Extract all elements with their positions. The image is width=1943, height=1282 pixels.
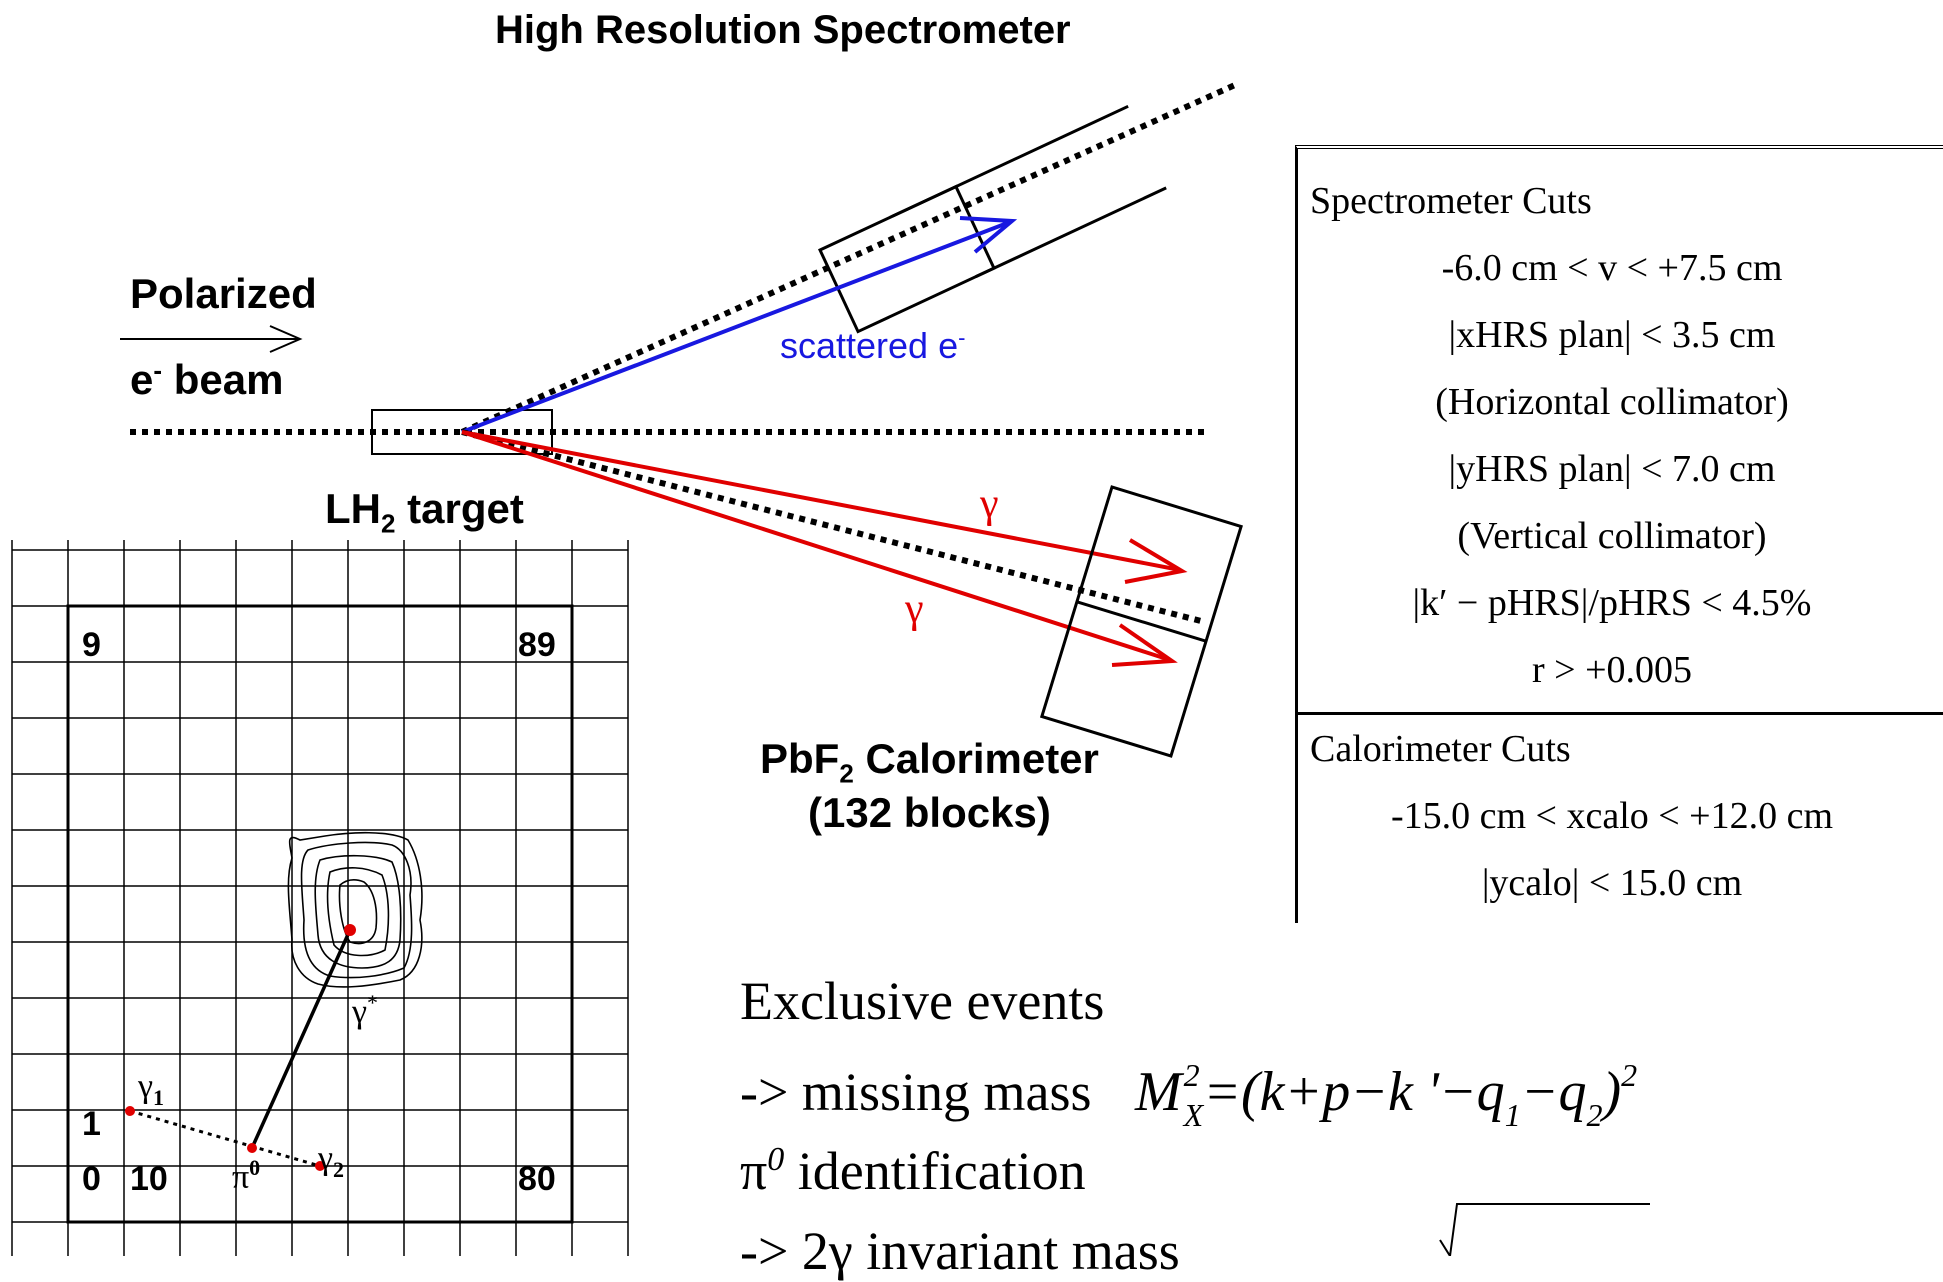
block-number-0: 0 xyxy=(82,1160,101,1198)
calo-label-sub: 2 xyxy=(839,758,854,789)
gamma1-sub: 1 xyxy=(153,1084,165,1110)
photon-arrowhead-2 xyxy=(1111,623,1178,667)
formula-m-sub: X xyxy=(1183,1097,1204,1134)
scattered-electron-label: scattered e- xyxy=(780,325,965,367)
spectrometer-cut-row: -6.0 cm < v < +7.5 cm xyxy=(1441,247,1783,289)
pi0-point xyxy=(247,1143,257,1153)
target-label-sub: 2 xyxy=(381,508,396,539)
formula-rhs: =(k+p−k '−q xyxy=(1203,1061,1505,1123)
formula-q1-sub: 1 xyxy=(1504,1097,1521,1133)
block-number-1: 1 xyxy=(82,1105,101,1143)
invariant-mass-text: -> 2γ invariant mass xyxy=(740,1221,1180,1281)
spectrometer-cut-row: (Horizontal collimator) xyxy=(1435,381,1789,423)
pi0-sup: 0 xyxy=(249,1155,261,1180)
table-separator xyxy=(1298,712,1943,715)
beam-label-beam: beam xyxy=(162,356,284,403)
calorimeter-cut-row: -15.0 cm < xcalo < +12.0 cm xyxy=(1390,795,1834,837)
missing-mass-text: -> missing mass xyxy=(740,1062,1092,1122)
gamma1-symbol: γ xyxy=(138,1068,154,1105)
gamma2-symbol: γ xyxy=(318,1140,334,1177)
spectrometer-cut-row: |xHRS plan| < 3.5 cm xyxy=(1448,314,1776,356)
calo-label-pbf: PbF xyxy=(760,735,840,782)
gamma2-sub: 2 xyxy=(333,1156,345,1182)
pi0-label: π0 xyxy=(232,1155,260,1196)
gamma-star-symbol: γ xyxy=(352,993,368,1031)
spectrometer-cuts-header: Spectrometer Cuts xyxy=(1310,180,1592,222)
scattered-electron-arrowhead xyxy=(959,216,1018,254)
calorimeter-grid xyxy=(11,540,629,1256)
beam-label-ebeam: e- beam xyxy=(130,355,283,404)
scattered-label-sup: - xyxy=(958,325,966,350)
beam-label-e: e xyxy=(130,356,154,403)
formula-mid: −q xyxy=(1520,1061,1587,1123)
target-box xyxy=(371,409,553,455)
diagram-canvas xyxy=(120,82,1243,758)
photon-arrowhead-1 xyxy=(1124,538,1188,584)
hrs-axis xyxy=(460,82,1237,435)
beam-label-polarized: Polarized xyxy=(130,270,317,317)
block-number-89: 89 xyxy=(518,626,556,664)
calorimeter-cuts-header: Calorimeter Cuts xyxy=(1310,728,1571,770)
target-label-lh: LH xyxy=(325,485,381,532)
gamma-star-label: γ* xyxy=(352,990,378,1031)
spectrometer-cut-row: |k′ − pHRS|/pHRS < 4.5% xyxy=(1412,582,1812,624)
pi0-identification-text: π0 identification xyxy=(740,1140,1086,1202)
photon-track-2 xyxy=(461,430,1171,662)
calorimeter-label: PbF2 Calorimeter (132 blocks) xyxy=(760,735,1099,838)
formula-q2-sub: 2 xyxy=(1586,1097,1603,1133)
gamma1-point xyxy=(125,1106,135,1116)
calorimeter-cut-row: |ycalo| < 15.0 cm xyxy=(1481,862,1743,904)
hrs-spectrometer xyxy=(818,104,1167,334)
block-number-10: 10 xyxy=(130,1160,168,1198)
gamma-star-sup: * xyxy=(367,990,379,1015)
beam-label-e-sup: - xyxy=(153,355,163,385)
gamma-label-2: γ xyxy=(905,586,924,632)
target-label: LH2 target xyxy=(325,485,524,539)
pi0-symbol: π xyxy=(232,1158,250,1196)
beam-arrow-head xyxy=(269,325,303,353)
hrs-title: High Resolution Spectrometer xyxy=(495,8,1071,52)
scattered-label-text: scattered e xyxy=(780,325,959,366)
gamma-star-line xyxy=(250,929,352,1149)
spectrometer-cut-row: r > +0.005 xyxy=(1531,649,1692,691)
gamma-star-point xyxy=(344,924,356,936)
target-label-rest: target xyxy=(395,485,524,532)
block-number-9: 9 xyxy=(82,626,101,664)
sqrt-symbol xyxy=(1439,1203,1650,1256)
shower-contour xyxy=(287,831,423,988)
formula-end-sup: 2 xyxy=(1621,1057,1638,1093)
pi0-id-text: identification xyxy=(784,1141,1086,1201)
gamma2-point xyxy=(315,1161,325,1171)
spectrometer-cut-row: (Vertical collimator) xyxy=(1457,515,1767,557)
pi0-id-sup: 0 xyxy=(767,1141,785,1178)
photon-track-1 xyxy=(461,430,1181,572)
formula-close: ) xyxy=(1602,1061,1622,1123)
gamma1-label: γ1 xyxy=(138,1068,164,1111)
pi0-id-symbol: π xyxy=(740,1141,768,1201)
calorimeter-box xyxy=(1039,485,1243,758)
exclusive-events-text: Exclusive events xyxy=(740,971,1105,1031)
pi0-decay-line xyxy=(129,1109,321,1168)
calorimeter-label-line2: (132 blocks) xyxy=(808,789,1051,837)
gamma-label-1: γ xyxy=(980,481,999,527)
gamma2-label: γ2 xyxy=(318,1140,344,1183)
calorimeter-label-line1: PbF2 Calorimeter xyxy=(760,735,1099,789)
formula-m-sup: 2 xyxy=(1183,1057,1200,1094)
grid-outer-frame xyxy=(66,604,574,1224)
formula-m: M xyxy=(1134,1061,1182,1123)
cuts-table: Spectrometer Cuts -6.0 cm < v < +7.5 cm … xyxy=(1295,145,1943,923)
calo-label-calorimeter: Calorimeter xyxy=(853,735,1099,782)
block-number-80: 80 xyxy=(518,1160,556,1198)
scattered-electron-track xyxy=(461,220,1011,434)
spectrometer-cut-row: |yHRS plan| < 7.0 cm xyxy=(1448,448,1776,490)
